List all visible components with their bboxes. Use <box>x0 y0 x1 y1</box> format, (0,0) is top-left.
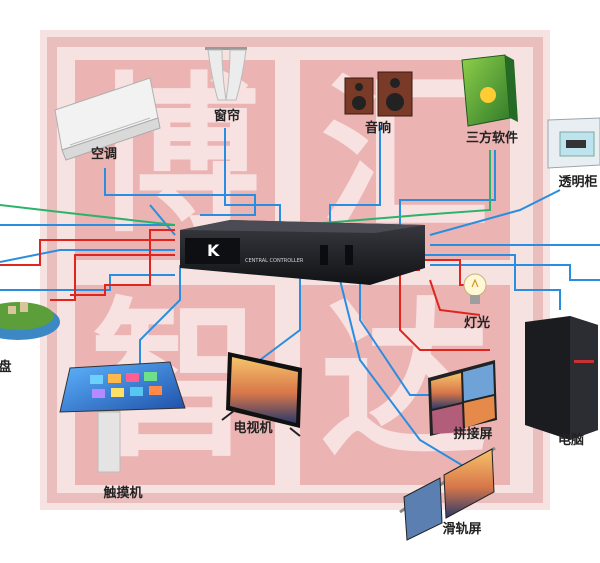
connection-lines <box>0 125 600 471</box>
link-ac <box>104 168 256 216</box>
label-tv: 电视机 <box>233 420 272 436</box>
link-left-2 <box>0 249 175 263</box>
link-videowall <box>359 275 440 396</box>
link-software-green <box>299 150 491 226</box>
computer-tower-icon <box>525 316 598 440</box>
controller-logo: K <box>207 241 220 260</box>
link-red-left-1 <box>0 239 175 266</box>
link-right-2 <box>430 264 600 281</box>
link-showcase <box>429 189 561 236</box>
controller-model-text: CENTRAL CONTROLLER <box>245 258 304 264</box>
link-red-left-3 <box>70 229 175 296</box>
label-software: 三方软件 <box>466 130 518 146</box>
label-touch: 触摸机 <box>102 485 142 501</box>
link-red-left-2 <box>50 254 175 301</box>
link-slide <box>339 279 471 471</box>
sand-table-icon <box>0 302 60 340</box>
slide-rail-screen-icon <box>399 446 496 541</box>
central-controller: K CENTRAL CONTROLLER <box>180 220 425 285</box>
link-red-pc <box>429 279 481 316</box>
label-light: 灯光 <box>464 315 490 331</box>
transparent-cabinet-icon <box>547 117 600 169</box>
video-wall-icon <box>428 360 497 436</box>
touch-kiosk-icon <box>59 361 186 473</box>
label-ac: 空调 <box>91 146 117 162</box>
speaker-icon <box>344 71 413 117</box>
software-box-icon <box>461 54 518 127</box>
label-showcase: 透明柜 <box>558 174 597 190</box>
air-conditioner-icon <box>54 77 161 161</box>
link-software-blue <box>399 150 496 225</box>
link-touch <box>139 265 181 365</box>
label-curtain: 窗帘 <box>214 108 240 124</box>
light-bulb-icon <box>463 273 487 304</box>
curtain-icon <box>205 47 247 101</box>
link-tv <box>259 270 301 361</box>
link-left-3 <box>0 274 175 291</box>
television-icon <box>221 352 302 437</box>
label-slide: 滑轨屏 <box>442 521 481 537</box>
link-curtain <box>224 128 281 222</box>
link-speaker <box>329 125 381 222</box>
link-green-left <box>0 204 176 226</box>
label-pc: 电脑 <box>558 432 584 448</box>
link-pc <box>420 254 561 310</box>
label-videowall: 拼接屏 <box>453 426 492 442</box>
label-sand: 盘 <box>0 359 12 375</box>
label-speaker: 音响 <box>365 120 391 136</box>
